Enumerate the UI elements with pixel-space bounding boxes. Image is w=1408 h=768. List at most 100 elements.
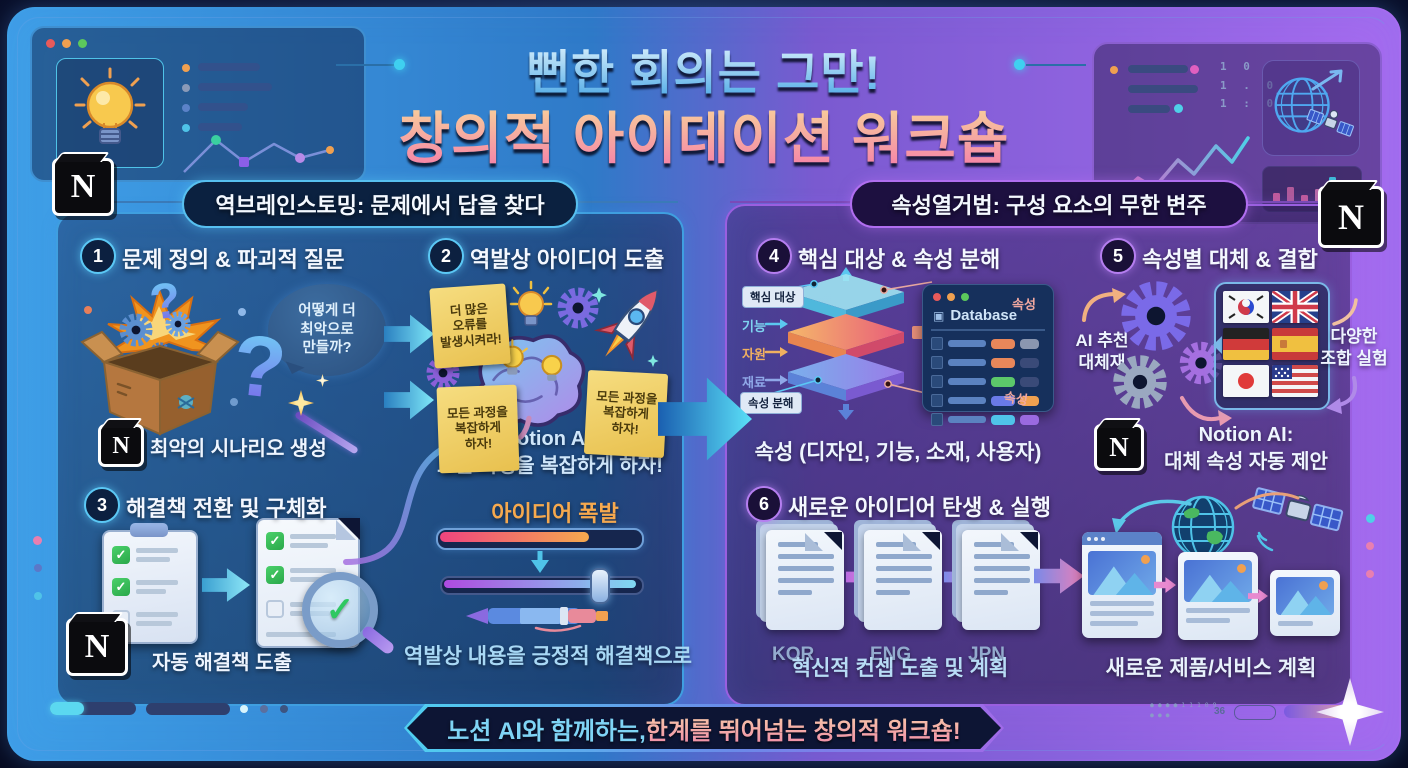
traffic-light-green-icon xyxy=(78,39,87,48)
traffic-light-red-icon xyxy=(46,39,55,48)
step-4-title: 핵심 대상 & 속성 분해 xyxy=(798,247,1001,272)
decor-dot xyxy=(240,705,248,713)
header-line xyxy=(730,201,852,203)
question-mark-icon: ? xyxy=(228,316,291,418)
line-chart-icon xyxy=(183,135,334,173)
browser-mockup xyxy=(1082,532,1162,638)
traffic-light-green-icon xyxy=(961,293,969,301)
doc-label: KOR xyxy=(772,644,815,665)
checkbox-checked-icon: ✓ xyxy=(112,546,130,564)
mini-satellite-icon xyxy=(1306,109,1354,137)
left-panel-header: 역브레인스토밍: 문제에서 답을 찾다 xyxy=(182,180,578,228)
speech-bubble: 어떻게 더 최악으로 만들까? xyxy=(268,284,386,376)
flag-spain-icon xyxy=(1272,328,1318,360)
list-bullet-pink xyxy=(1190,65,1199,74)
curved-arrow-icon xyxy=(1112,499,1192,534)
step-2-badge: 2 xyxy=(428,238,464,274)
doc-stack-jpn xyxy=(952,520,1042,632)
sticky-note: 모든 과정을 복잡하게 하자! xyxy=(436,384,520,474)
checkbox-checked-icon: ✓ xyxy=(112,578,130,596)
mockup-titlebar xyxy=(1082,532,1162,545)
curved-arrow-icon xyxy=(1332,298,1358,326)
traffic-light-yellow-icon xyxy=(62,39,71,48)
decor-page-number: 36 xyxy=(1214,706,1226,717)
clipboard-clip xyxy=(130,523,168,537)
layer-label-function: 기능 xyxy=(742,319,766,334)
sticky-note: 더 많은 오류를 발생시켜라! xyxy=(429,283,511,369)
arrow-down-icon xyxy=(531,551,549,573)
gear-icon xyxy=(1106,348,1174,416)
notion-logo-icon: N xyxy=(98,424,144,467)
database-row xyxy=(931,375,1045,388)
main-title-line1: 뻔한 회의는 그만! xyxy=(0,34,1408,103)
progress-bar xyxy=(436,528,644,550)
doc-stack-eng xyxy=(854,520,944,632)
image-placeholder-icon xyxy=(1088,551,1156,595)
database-window: ▣ Database xyxy=(922,284,1054,426)
list-bullet xyxy=(182,64,190,72)
list-bullet-cyan xyxy=(1174,104,1183,113)
attribute-label-top: 속성 xyxy=(1012,297,1036,312)
list-bullet xyxy=(182,84,190,92)
notion-logo-icon: N xyxy=(66,618,128,676)
decor-pill xyxy=(146,703,230,715)
flag-uk-icon xyxy=(1272,291,1318,323)
connector-line xyxy=(1026,64,1086,66)
image-placeholder-icon xyxy=(1184,560,1252,602)
edge-dot xyxy=(33,536,42,545)
curved-arrow-icon xyxy=(1326,376,1357,414)
list-bar xyxy=(1128,105,1170,113)
doc-label: ENG xyxy=(870,644,912,665)
doc-stack-kor xyxy=(756,520,846,632)
decor-dot xyxy=(260,705,268,713)
flag-germany-icon xyxy=(1223,328,1269,360)
notion-logo-icon: N xyxy=(1094,424,1144,471)
list-bar xyxy=(198,123,242,131)
binary-digits: 1 0 1 . 0 1 : 0 xyxy=(1220,58,1278,114)
header-line xyxy=(572,201,678,203)
flags-grid xyxy=(1213,282,1330,410)
pen-icon xyxy=(466,607,608,632)
magnifier-check-icon: ✓ xyxy=(302,572,402,672)
step-4-caption: 속성 (디자인, 기능, 소재, 사용자) xyxy=(754,441,1042,464)
step-5-badge: 5 xyxy=(1100,238,1136,274)
step-3-badge: 3 xyxy=(84,487,120,523)
curved-arrow-icon xyxy=(1180,396,1232,426)
card-mockup xyxy=(1178,552,1258,640)
list-bar xyxy=(198,103,248,111)
decor-outline-pill xyxy=(1234,705,1276,720)
database-title: Database xyxy=(950,307,1018,324)
header-line xyxy=(1242,201,1344,203)
flag-korea-icon xyxy=(1223,291,1269,323)
exploding-box-icon xyxy=(80,286,246,436)
list-bar xyxy=(1128,65,1188,73)
list-bar xyxy=(198,83,272,91)
check-icon: ✓ xyxy=(325,591,355,629)
step-2-title: 역발상 아이디어 도출 xyxy=(470,247,665,272)
notion-logo-icon: N xyxy=(52,158,114,216)
list-bar xyxy=(1128,85,1198,93)
step-5-left-label: AI 추천 대체재 xyxy=(1075,331,1129,373)
database-row xyxy=(931,356,1045,369)
database-row xyxy=(931,394,1045,407)
traffic-light-red-icon xyxy=(933,293,941,301)
main-title-line2: 창의적 아이데이션 워크숍 xyxy=(0,94,1408,175)
image-placeholder-icon xyxy=(1276,577,1334,615)
step-5-title: 속성별 대체 & 결합 xyxy=(1142,247,1318,272)
image-card-mockup xyxy=(1270,570,1340,636)
bubble-text: 어떻게 더 최악으로 만들까? xyxy=(298,302,356,357)
idea-burst-title: 아이디어 폭발 xyxy=(491,501,619,526)
satellite-icon xyxy=(1252,487,1344,552)
list-bullet xyxy=(182,104,190,112)
globe-icon xyxy=(1171,495,1235,559)
doc-label: JPN xyxy=(968,644,1005,665)
globe-satellite-card xyxy=(1262,60,1360,156)
slider-fill xyxy=(444,580,636,588)
database-icon: ▣ xyxy=(933,308,945,323)
database-row xyxy=(931,413,1045,426)
database-row xyxy=(931,337,1045,350)
step-4-badge: 4 xyxy=(756,238,792,274)
step-5-right-label: 다양한 조합 실험 xyxy=(1320,327,1388,369)
curved-arrow-icon xyxy=(1082,288,1126,322)
